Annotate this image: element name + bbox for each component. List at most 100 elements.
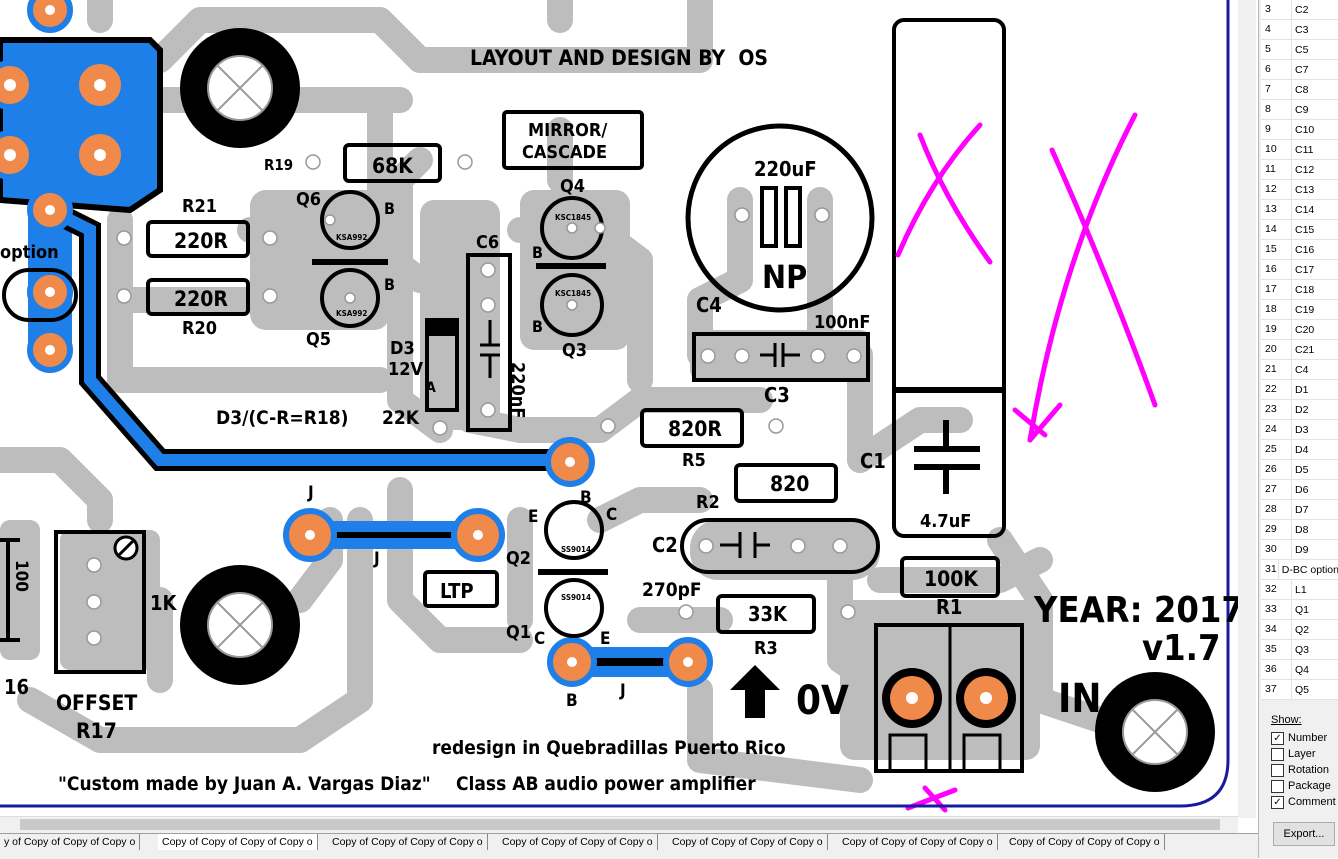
checkbox[interactable] xyxy=(1271,779,1284,793)
list-item-number: 8 xyxy=(1261,100,1292,119)
pcb-canvas[interactable]: LAYOUT AND DESIGN BY OS MIRROR/ CASCADE … xyxy=(0,0,1258,818)
list-item-name: Q4 xyxy=(1295,663,1310,676)
q5-part: KSA992 xyxy=(336,309,367,318)
q2-label: Q2 xyxy=(506,548,531,569)
tab-layout-7[interactable]: Copy of Copy of Copy of Copy o xyxy=(1005,834,1165,850)
r2-value: 820 xyxy=(770,472,809,496)
q4-part: KSC1845 xyxy=(555,213,591,222)
show-option-package[interactable]: Package xyxy=(1271,778,1336,794)
show-option-comment[interactable]: ✓ Comment xyxy=(1271,794,1336,810)
checkbox[interactable] xyxy=(1271,747,1284,761)
list-item-number: 9 xyxy=(1261,120,1292,139)
list-item-number: 29 xyxy=(1261,520,1292,539)
q3-pin-b: B xyxy=(532,317,543,336)
list-item-number: 35 xyxy=(1261,640,1292,659)
list-item-number: 32 xyxy=(1261,580,1292,599)
r20-label: R20 xyxy=(182,318,217,339)
tab-layout-1[interactable]: y of Copy of Copy of Copy o xyxy=(0,834,141,850)
c4-value: 100nF xyxy=(814,312,870,333)
show-option-label: Comment xyxy=(1288,796,1336,808)
list-item-name: D1 xyxy=(1295,383,1309,396)
in-label: IN xyxy=(1058,676,1102,722)
checkbox[interactable]: ✓ xyxy=(1271,795,1284,809)
r3-value: 33K xyxy=(748,602,788,626)
export-button[interactable]: Export... xyxy=(1273,822,1335,846)
list-item-number: 5 xyxy=(1261,40,1292,59)
show-option-number[interactable]: ✓Number xyxy=(1271,730,1336,746)
tab-layout-3[interactable]: Copy of Copy of Copy of Copy o xyxy=(328,834,488,850)
tab-layout-2[interactable]: Copy of Copy of Copy of Copy o xyxy=(158,834,318,850)
show-option-layer[interactable]: Layer xyxy=(1271,746,1336,762)
list-item-number: 4 xyxy=(1261,20,1292,39)
list-item-name: Q5 xyxy=(1295,683,1310,696)
tab-layout-5[interactable]: Copy of Copy of Copy of Copy o xyxy=(668,834,828,850)
tab-layout-4[interactable]: Copy of Copy of Copy of Copy o xyxy=(498,834,658,850)
horizontal-scrollbar[interactable] xyxy=(0,816,1238,833)
show-option-rotation[interactable]: Rotation xyxy=(1271,762,1336,778)
list-item-number: 14 xyxy=(1261,220,1292,239)
list-item-name: D5 xyxy=(1295,463,1309,476)
silk-pad-holes xyxy=(86,154,862,646)
list-item-number: 31 xyxy=(1261,560,1279,579)
horizontal-scroll-thumb[interactable] xyxy=(20,819,1220,830)
checkbox[interactable]: ✓ xyxy=(1271,731,1284,745)
silkscreen-fills xyxy=(427,320,980,718)
list-item-number: 27 xyxy=(1261,480,1292,499)
layout-tabs: y of Copy of Copy of Copy o Copy of Copy… xyxy=(0,833,1258,859)
board-outline xyxy=(0,0,1230,808)
list-item-name: Q3 xyxy=(1295,643,1310,656)
jumper-label-2: J xyxy=(373,549,380,569)
tab-layout-6[interactable]: Copy of Copy of Copy of Copy o xyxy=(838,834,998,850)
r16-fragment: 16 xyxy=(4,675,29,699)
r5-value: 820R xyxy=(668,417,722,441)
credit-top: LAYOUT AND DESIGN BY OS xyxy=(470,46,768,70)
show-option-label: Layer xyxy=(1288,748,1316,760)
jumper-label-1: J xyxy=(307,483,314,503)
list-item-name: C18 xyxy=(1295,283,1315,296)
q1-part: SS9014 xyxy=(561,593,591,602)
list-item-name: C8 xyxy=(1295,83,1309,96)
zero-v-label: 0V xyxy=(796,678,849,724)
vertical-scrollbar[interactable] xyxy=(1238,0,1256,818)
list-item-number: 24 xyxy=(1261,420,1292,439)
checkbox[interactable] xyxy=(1271,763,1284,777)
pcb-board[interactable]: LAYOUT AND DESIGN BY OS MIRROR/ CASCADE … xyxy=(0,0,1238,818)
cap-symbols xyxy=(480,320,800,558)
